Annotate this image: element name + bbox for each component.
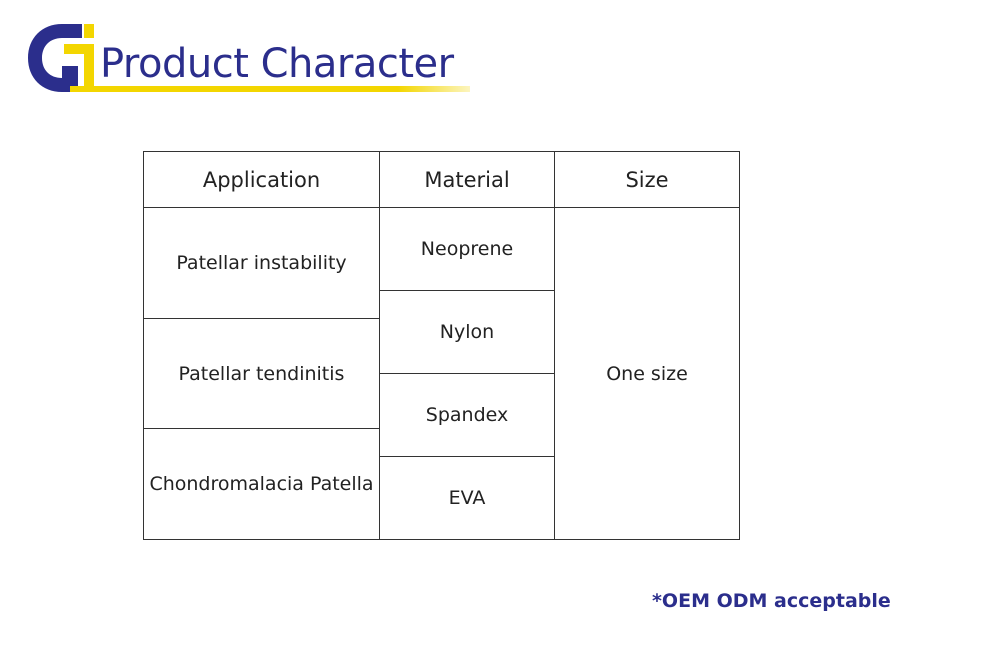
material-cell: Spandex [379, 373, 555, 457]
size-cell: One size [554, 207, 740, 540]
table-row: EVA [144, 456, 740, 540]
gi-logo-icon [28, 24, 94, 92]
application-cell: Chondromalacia Patella [149, 473, 374, 496]
application-column: Patellar instability Patellar tendinitis… [143, 207, 380, 540]
material-cell: Neoprene [379, 207, 555, 291]
material-cell: Nylon [379, 290, 555, 374]
application-cell: Patellar tendinitis [144, 319, 379, 430]
material-cell: EVA [379, 456, 555, 540]
table-row: Patellar instability Patellar tendinitis… [143, 207, 740, 540]
header-size: Size [554, 151, 740, 208]
table-row: Nylon [144, 290, 740, 374]
product-spec-table: Application Material Size Patellar insta… [143, 151, 740, 540]
header-material: Material [379, 151, 555, 208]
title-underline [70, 86, 470, 92]
oem-odm-note: *OEM ODM acceptable [652, 590, 891, 612]
application-cell: Patellar instability [144, 208, 379, 319]
header-application: Application [143, 151, 380, 208]
table-row: Spandex [144, 373, 740, 457]
table-header-row: Application Material Size [143, 151, 740, 208]
page-title: Product Character [100, 41, 454, 87]
